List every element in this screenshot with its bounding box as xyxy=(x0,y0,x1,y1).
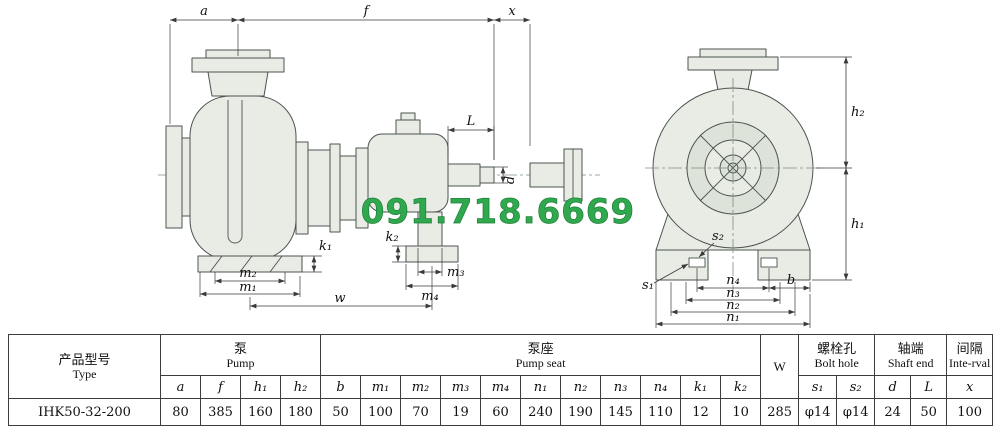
value-b: 50 xyxy=(320,398,362,426)
subheader-m1: m₁ xyxy=(360,375,402,399)
suction-flange xyxy=(165,125,183,229)
value-m2: 70 xyxy=(400,398,442,426)
value-n2: 190 xyxy=(560,398,602,426)
group-header-pump: 泵 Pump xyxy=(159,334,322,376)
dim-label-h1: h₁ xyxy=(851,217,865,232)
value-n1: 240 xyxy=(520,398,562,426)
bearing-foot xyxy=(417,211,443,247)
subheader-s1: s₁ xyxy=(798,375,838,399)
subheader-d: d xyxy=(874,375,912,399)
subheader-b: b xyxy=(320,375,362,399)
subheader-n2: n₂ xyxy=(560,375,602,399)
subheader-s2: s₂ xyxy=(836,375,876,399)
value-n3: 145 xyxy=(600,398,642,426)
dim-label-b: b xyxy=(787,273,795,288)
discharge-flange xyxy=(191,57,285,73)
subheader-n4: n₄ xyxy=(640,375,682,399)
subheader-h2: h₂ xyxy=(279,375,322,399)
subheader-m3: m₃ xyxy=(440,375,482,399)
support-bracket xyxy=(295,141,369,235)
group-header-pump-seat: 泵座 Pump seat xyxy=(320,334,762,376)
value-d: 24 xyxy=(874,398,912,426)
shaft xyxy=(447,163,481,187)
value-m1: 100 xyxy=(360,398,402,426)
value-m3: 19 xyxy=(440,398,482,426)
subheader-m2: m₂ xyxy=(400,375,442,399)
subheader-k2: k₂ xyxy=(720,375,762,399)
shaft-end xyxy=(479,166,495,184)
subheader-f: f xyxy=(200,375,241,399)
subheader-L: L xyxy=(910,375,948,399)
subheader-k1: k₁ xyxy=(680,375,722,399)
value-L: 50 xyxy=(910,398,948,426)
value-k2: 10 xyxy=(720,398,762,426)
bolt-slot-right xyxy=(760,257,778,268)
pump-drawing-svg: a f x L d k₁ m₂ m₁ w k₂ xyxy=(158,4,865,328)
subheader-n1: n₁ xyxy=(520,375,562,399)
watermark-phone: 091.718.6669 xyxy=(361,192,635,232)
discharge-neck xyxy=(207,71,269,97)
row-type: IHK50-32-200 xyxy=(8,398,161,426)
coupling-piece xyxy=(529,148,583,202)
pump-end-view: h₂ h₁ s₂ s₁ n₄ b n₃ n₂ n₁ xyxy=(642,48,865,328)
dimension-table: 产品型号 Type 泵 Pump 泵座 Pump seat W 螺栓孔 Bolt… xyxy=(8,334,994,426)
dim-label-x: x xyxy=(508,4,516,19)
subheader-h1: h₁ xyxy=(240,375,281,399)
value-h2: 180 xyxy=(279,398,322,426)
group-header-shaft-end: 轴端 Shaft end xyxy=(874,334,948,376)
type-header: 产品型号 Type xyxy=(8,334,161,399)
value-W: 285 xyxy=(760,398,800,426)
dim-label-k1: k₁ xyxy=(319,239,332,254)
value-a: 80 xyxy=(160,398,201,426)
subheader-m4: m₄ xyxy=(480,375,522,399)
discharge-flange-end xyxy=(687,56,779,71)
dim-label-m2: m₂ xyxy=(239,266,257,281)
dim-label-h2: h₂ xyxy=(851,105,865,120)
dim-label-k2: k₂ xyxy=(385,230,398,245)
type-header-zh: 产品型号 xyxy=(58,352,111,367)
group-header-interval: 间隔 Inte-rval xyxy=(946,334,994,376)
pump-side-view: a f x L d k₁ m₂ m₁ w k₂ xyxy=(158,4,600,310)
subheader-n3: n₃ xyxy=(600,375,642,399)
value-x: 100 xyxy=(946,398,994,426)
technical-drawing: a f x L d k₁ m₂ m₁ w k₂ xyxy=(158,4,865,328)
value-m4: 60 xyxy=(480,398,522,426)
volute-casing xyxy=(189,95,297,261)
dim-label-m4: m₄ xyxy=(421,289,439,304)
subheader-a: a xyxy=(160,375,201,399)
value-s2: φ14 xyxy=(836,398,876,426)
dim-label-m1: m₁ xyxy=(239,280,257,295)
subheader-x: x xyxy=(946,375,994,399)
bolt-slot-left xyxy=(688,257,706,268)
table-row: IHK50-32-200 80 385 160 180 50 100 70 19… xyxy=(8,398,994,426)
group-header-bolt-hole: 螺栓孔 Bolt hole xyxy=(798,334,876,376)
dim-label-n2: n₂ xyxy=(726,298,740,313)
value-s1: φ14 xyxy=(798,398,838,426)
value-h1: 160 xyxy=(240,398,281,426)
dim-label-w: w xyxy=(334,291,345,306)
dim-label-n1: n₁ xyxy=(726,310,740,325)
dim-label-a: a xyxy=(200,4,208,19)
dim-label-f: f xyxy=(363,4,371,19)
dim-label-n4: n₄ xyxy=(726,273,740,288)
dim-label-s2: s₂ xyxy=(712,229,724,244)
dim-label-s1: s₁ xyxy=(642,278,654,293)
dim-label-d: d xyxy=(503,176,518,184)
pump-foot xyxy=(197,255,303,273)
value-n4: 110 xyxy=(640,398,682,426)
value-f: 385 xyxy=(200,398,241,426)
value-k1: 12 xyxy=(680,398,722,426)
group-header-w: W xyxy=(760,334,800,399)
dim-label-L: L xyxy=(466,114,476,129)
dim-label-n3: n₃ xyxy=(726,286,740,301)
dim-label-m3: m₃ xyxy=(447,265,465,280)
type-header-en: Type xyxy=(72,367,97,381)
